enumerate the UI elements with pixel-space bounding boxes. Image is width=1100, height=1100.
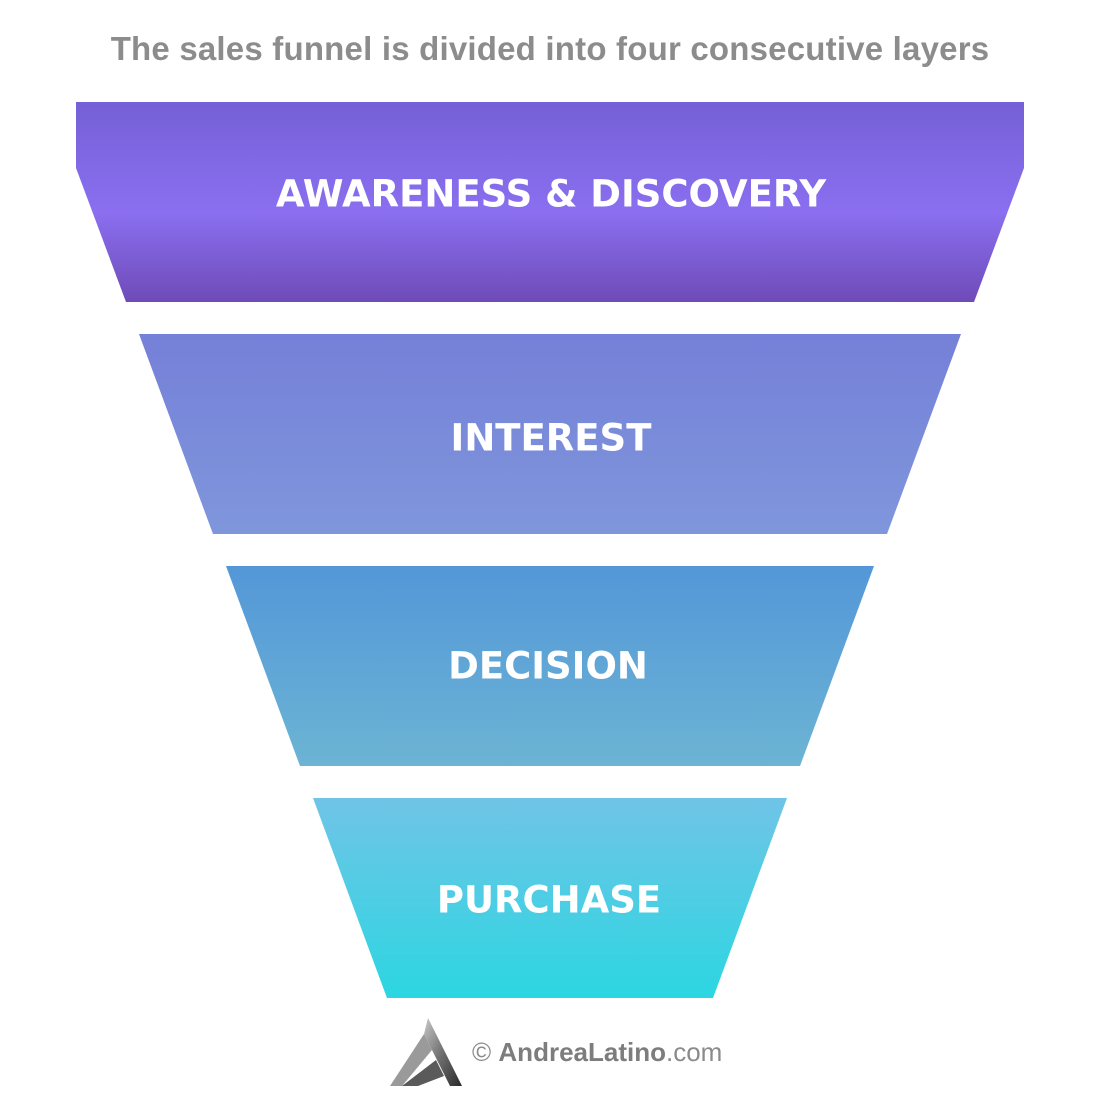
funnel-layer-label: DECISION bbox=[448, 645, 648, 688]
funnel-layer-shape bbox=[313, 798, 787, 998]
funnel-layer-label: INTEREST bbox=[451, 417, 653, 460]
copyright-symbol: © bbox=[472, 1036, 492, 1067]
funnel-layer-awareness: AWARENESS & DISCOVERY bbox=[76, 102, 1024, 302]
footer-credit: © AndreaLatino.com bbox=[388, 1016, 722, 1088]
funnel-layer-purchase: PURCHASE bbox=[313, 798, 787, 998]
funnel-layer-decision: DECISION bbox=[226, 566, 874, 766]
funnel-layer-shape bbox=[139, 334, 961, 534]
funnel-layer-label: PURCHASE bbox=[437, 879, 661, 922]
funnel-layer-interest: INTEREST bbox=[139, 334, 961, 534]
funnel-layer-shape bbox=[226, 566, 874, 766]
funnel-layer-shape bbox=[76, 102, 1024, 302]
andrea-latino-logo-icon bbox=[390, 1018, 462, 1086]
copyright-text: © AndreaLatino.com bbox=[472, 1037, 722, 1068]
diagram-title: The sales funnel is divided into four co… bbox=[110, 30, 990, 67]
brand-domain: .com bbox=[665, 1036, 723, 1067]
funnel-layer-label: AWARENESS & DISCOVERY bbox=[276, 173, 828, 216]
brand-name: AndreaLatino bbox=[498, 1036, 666, 1067]
